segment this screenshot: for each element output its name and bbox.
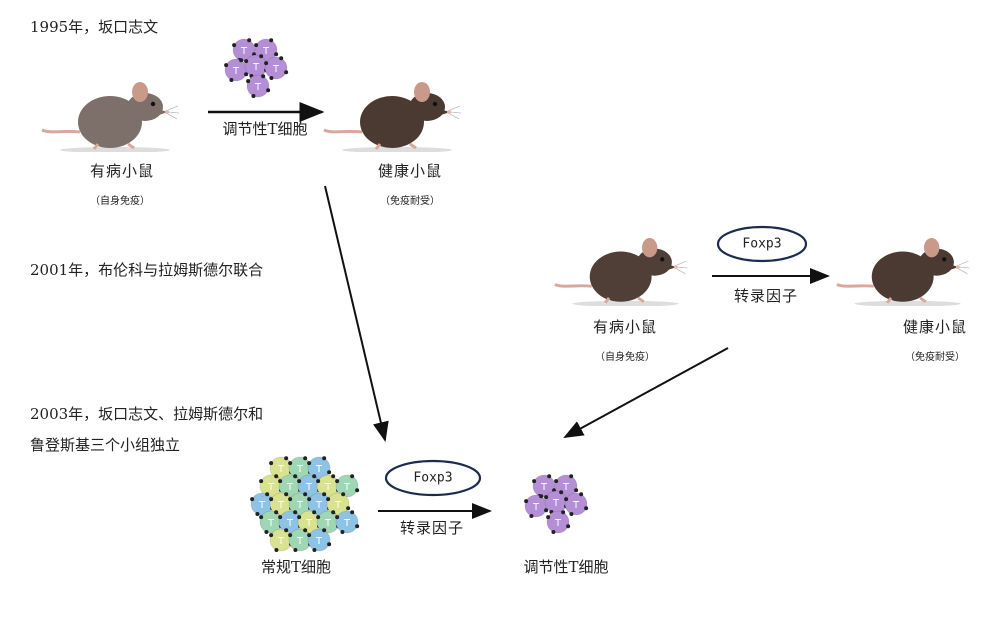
svg-text:T: T [252,62,260,73]
event-1995: 1995年，坂口志文 [30,18,159,36]
t-cell: T [564,492,589,517]
mouse-sick-right [553,236,689,306]
t-cell: T [264,56,289,81]
healthy-mouse-label-top: 健康小鼠 [377,162,443,180]
t-cell: T [259,510,284,535]
mouse-healthy-right [835,236,971,306]
event-2003-line1: 2003年，坂口志文、拉姆斯德尔和 [30,405,264,423]
t-cell: T [532,474,557,499]
event-2003-line2: 鲁登斯基三个小组独立 [30,436,181,454]
svg-text:T: T [305,518,313,529]
arrow-down-left [324,185,389,442]
t-cell: T [335,510,360,535]
svg-text:T: T [296,464,304,475]
svg-text:T: T [562,482,570,493]
foxp3-label-bottom: Foxp3 [413,470,453,486]
svg-text:T: T [572,500,580,511]
svg-text:T: T [540,482,548,493]
sick-mouse-label-top: 有病小鼠 [89,162,155,180]
svg-text:T: T [324,518,332,529]
t-cell: T [307,456,332,481]
arrow-down-right [563,347,729,438]
t-cell: T [546,510,571,535]
svg-text:T: T [254,82,262,93]
t-cell: T [326,492,351,517]
sick-mouse-sub-right: （自身免疫） [595,352,655,363]
svg-text:T: T [343,518,351,529]
t-cell: T [307,528,332,553]
svg-text:T: T [305,482,313,493]
arrow-label-top: 调节性T细胞 [222,120,308,138]
svg-text:T: T [532,502,540,513]
t-cell: T [335,474,360,499]
event-2001: 2001年，布伦科与拉姆斯德尔联合 [30,261,264,279]
healthy-mouse-label-right: 健康小鼠 [902,318,968,336]
svg-text:T: T [258,500,266,511]
sick-mouse-label-right: 有病小鼠 [592,318,658,336]
svg-text:T: T [324,482,332,493]
svg-text:T: T [262,46,270,57]
svg-text:T: T [272,64,280,75]
svg-text:T: T [277,464,285,475]
svg-text:T: T [315,536,323,547]
foxp3-ellipse-bottom [384,459,482,497]
svg-text:T: T [343,482,351,493]
foxp3-label-right: Foxp3 [742,236,782,252]
svg-text:T: T [277,500,285,511]
conventional-t-label: 常规T细胞 [260,558,332,576]
svg-text:T: T [296,536,304,547]
arrow-label-bottom: 转录因子 [399,519,465,537]
svg-text:T: T [286,482,294,493]
treg-label-bottom: 调节性T细胞 [523,558,609,576]
svg-text:T: T [240,46,248,57]
svg-text:T: T [286,518,294,529]
mouse-healthy-top [322,80,463,152]
svg-text:T: T [554,518,562,529]
svg-text:T: T [315,464,323,475]
svg-text:T: T [232,66,240,77]
svg-text:T: T [267,518,275,529]
svg-text:T: T [267,482,275,493]
t-cell: T [269,528,294,553]
mouse-sick-top [40,80,181,152]
svg-text:T: T [296,500,304,511]
healthy-mouse-sub-top: （免疫耐受） [380,196,440,207]
foxp3-ellipse-right [716,225,808,263]
arrow-label-right: 转录因子 [733,287,799,305]
sick-mouse-sub-top: （自身免疫） [90,196,150,207]
t-cell: T [524,494,549,519]
svg-text:T: T [315,500,323,511]
svg-text:T: T [334,500,342,511]
t-cell: T [246,74,271,99]
svg-text:T: T [277,536,285,547]
svg-text:T: T [552,498,560,509]
healthy-mouse-sub-right: （免疫耐受） [905,352,965,363]
